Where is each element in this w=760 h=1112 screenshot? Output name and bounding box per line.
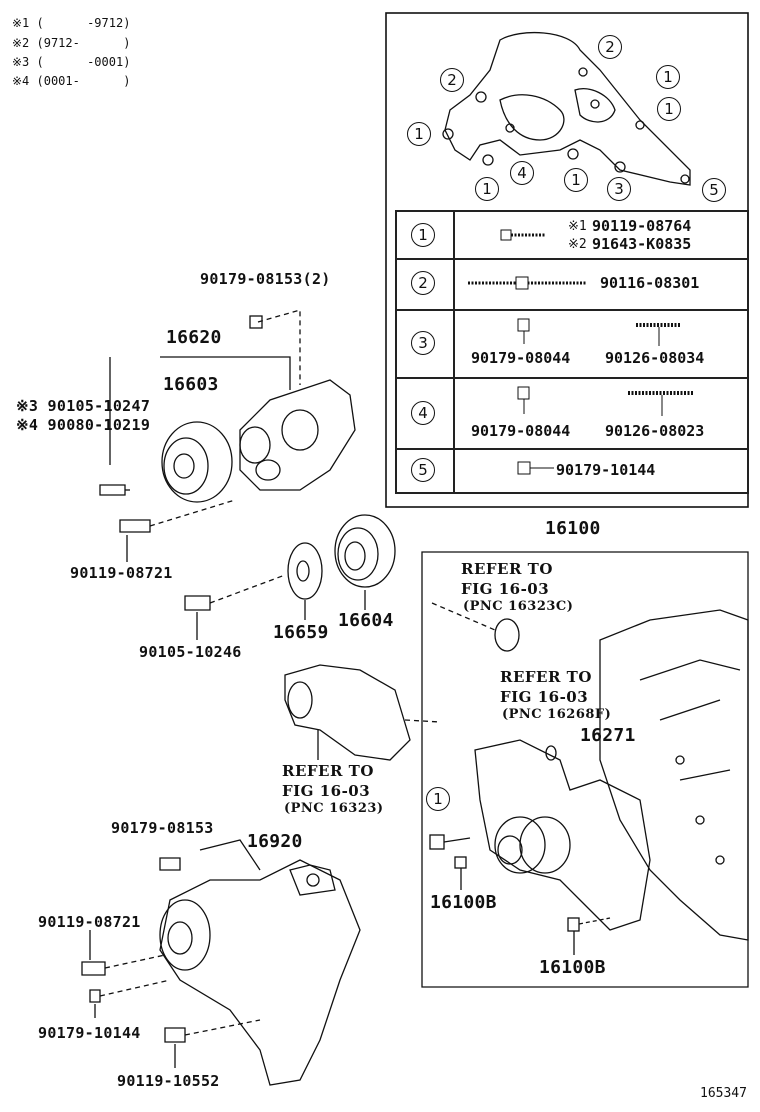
part-number: 91643-K0835 — [592, 235, 692, 253]
part-label-90119-08721-a: 90119-08721 — [70, 564, 173, 582]
part-number: 90179-10144 — [556, 461, 656, 479]
part-prefix: ※2 — [568, 237, 587, 252]
table-row: 2 90116-08301 — [396, 258, 748, 311]
part-label-16620: 16620 — [166, 327, 222, 348]
refer-line: FIG 16-03 — [461, 579, 550, 598]
part-label-16604: 16604 — [338, 610, 394, 631]
row-number: 2 — [411, 271, 435, 295]
inset-callout-1-a: 1 — [656, 65, 680, 89]
part-label-16100: 16100 — [545, 518, 601, 539]
part-number: 90119-08764 — [592, 217, 692, 235]
refer-line: FIG 16-03 — [500, 687, 589, 706]
part-number: 90126-08034 — [605, 349, 705, 367]
part-label-16100B-a: 16100B — [430, 892, 497, 913]
refer-line: REFER TO — [282, 762, 374, 780]
table-row: 1 ※1 90119-08764 ※2 91643-K0835 — [396, 211, 748, 260]
inset-callout-1-c: 1 — [407, 122, 431, 146]
row-number: 4 — [411, 401, 435, 425]
part-label-16603: 16603 — [163, 374, 219, 395]
refer-note-16323C: REFER TO FIG 16-03 (PNC 16323C) — [461, 560, 573, 616]
part-label-90179-08153: 90179-08153 — [111, 819, 214, 837]
inset-callout-4: 4 — [510, 161, 534, 185]
part-label-90179-08153-2: 90179-08153(2) — [200, 270, 331, 288]
part-label-90179-10144: 90179-10144 — [38, 1024, 141, 1042]
part-number: 90179-08044 — [471, 349, 571, 367]
row-number: 5 — [411, 458, 435, 482]
part-label-90105-10247: ※3 90105-10247 — [16, 397, 151, 415]
part-label-16271: 16271 — [580, 725, 636, 746]
inset-callout-3: 3 — [607, 177, 631, 201]
part-label-16920: 16920 — [247, 831, 303, 852]
nut-icon — [517, 318, 530, 344]
inset-callout-2-left: 2 — [440, 68, 464, 92]
fastener-table: 1 ※1 90119-08764 ※2 91643-K0835 2 90116-… — [396, 211, 748, 493]
part-number: 90116-08301 — [600, 274, 700, 292]
refer-line: (PNC 16268F) — [502, 707, 612, 722]
note-3: ※3 ( -0001) — [12, 55, 131, 69]
stud-bolt-icon — [468, 276, 586, 290]
stud-icon — [628, 391, 694, 416]
part-label-90119-10552: 90119-10552 — [117, 1072, 220, 1090]
refer-line: (PNC 16323) — [284, 801, 384, 816]
inset-callout-1-b: 1 — [657, 97, 681, 121]
note-2: ※2 (9712- ) — [12, 36, 131, 50]
part-label-16659: 16659 — [273, 622, 329, 643]
row-number: 1 — [411, 223, 435, 247]
nut-icon — [517, 461, 554, 475]
refer-note-16323: REFER TO FIG 16-03 (PNC 16323) — [282, 762, 384, 818]
table-row: 3 90179-08044 90126-08034 — [396, 309, 748, 379]
table-row: 5 90179-10144 — [396, 448, 748, 493]
inset-callout-2-top: 2 — [598, 35, 622, 59]
part-label-90105-10246: 90105-10246 — [139, 643, 242, 661]
figure-id: 165347 — [700, 1086, 747, 1101]
part-number: 90179-08044 — [471, 422, 571, 440]
part-number: 90126-08023 — [605, 422, 705, 440]
part-prefix: ※1 — [568, 219, 587, 234]
refer-note-16268F: REFER TO FIG 16-03 (PNC 16268F) — [500, 668, 611, 724]
callout-1: 1 — [426, 787, 450, 811]
row-number: 3 — [411, 331, 435, 355]
note-4: ※4 (0001- ) — [12, 74, 131, 88]
inset-callout-5: 5 — [702, 178, 726, 202]
refer-line: (PNC 16323C) — [463, 599, 574, 614]
inset-callout-1-e: 1 — [564, 168, 588, 192]
bolt-icon — [500, 229, 546, 241]
part-label-90119-08721-b: 90119-08721 — [38, 913, 141, 931]
part-label-16100B-b: 16100B — [539, 957, 606, 978]
refer-line: REFER TO — [500, 668, 592, 686]
stud-icon — [636, 323, 680, 346]
note-1: ※1 ( -9712) — [12, 16, 131, 30]
refer-line: REFER TO — [461, 560, 553, 578]
refer-line: FIG 16-03 — [282, 781, 371, 800]
table-row: 4 90179-08044 90126-08023 — [396, 377, 748, 450]
inset-callout-1-d: 1 — [475, 177, 499, 201]
part-label-90080-10219: ※4 90080-10219 — [16, 416, 151, 434]
nut-icon — [517, 386, 530, 414]
